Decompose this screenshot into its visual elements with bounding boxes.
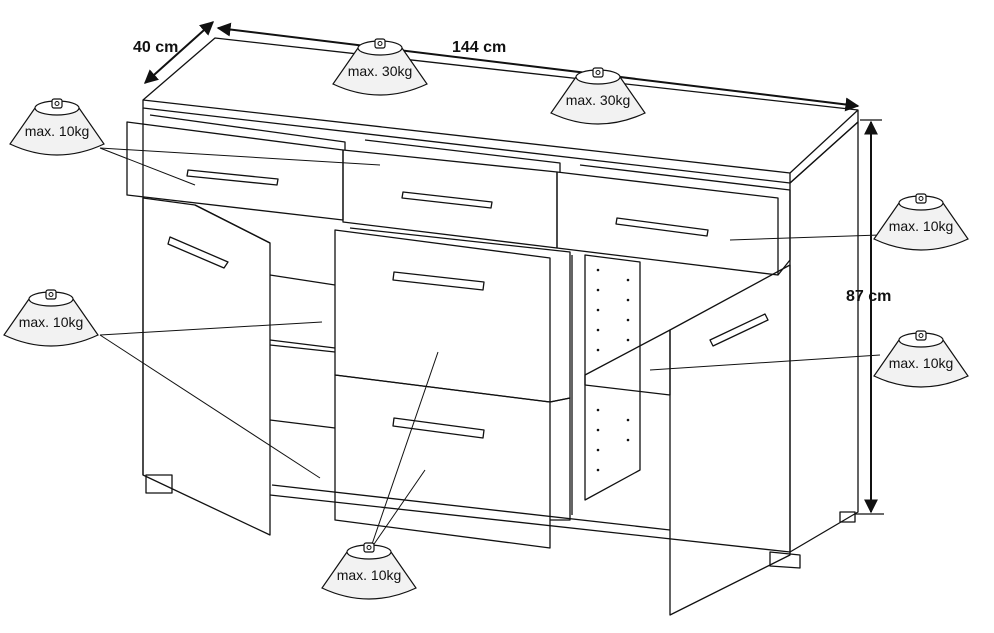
- middle-drawer-lower: [334, 374, 551, 549]
- weight-label: max. 10kg: [19, 314, 84, 330]
- weight-body: [3, 298, 99, 347]
- weight-body: [9, 107, 105, 156]
- width-label: 144 cm: [452, 39, 506, 56]
- top-drawer-right: [556, 171, 779, 276]
- inner-back-panel: [584, 254, 641, 501]
- weight-body: [873, 339, 969, 388]
- top-drawer-middle-handle: [401, 191, 493, 209]
- weight-shelf-left: max. 10kg: [3, 289, 99, 347]
- weight-handle-icon: [915, 330, 927, 341]
- weight-body: [550, 76, 646, 125]
- middle-drawer-lower-handle: [392, 417, 485, 439]
- left-door-handle: [167, 236, 229, 269]
- middle-drawer-upper-handle: [392, 271, 485, 291]
- weight-label: max. 10kg: [337, 567, 402, 583]
- weight-handle-icon: [51, 98, 63, 109]
- weight-icons: max. 30kg max. 30kg max. 10kg max. 10kg max.…: [3, 38, 969, 600]
- weight-label: max. 10kg: [25, 123, 90, 139]
- weight-label: max. 30kg: [566, 92, 631, 108]
- weight-top-right: max. 30kg: [550, 67, 646, 125]
- right-side-panel: [789, 121, 859, 553]
- height-label: 87 cm: [846, 288, 891, 305]
- top-drawer-right-handle: [615, 217, 709, 237]
- weight-handle-icon: [45, 289, 57, 300]
- weight-label: max. 10kg: [889, 218, 954, 234]
- weight-body: [873, 202, 969, 251]
- sideboard-drawing: [99, 37, 881, 616]
- top-drawer-left-handle: [186, 169, 279, 186]
- weight-drawers-lower: max. 10kg: [321, 542, 417, 600]
- shelf-pin-holes: [596, 268, 630, 472]
- weight-handle-icon: [374, 38, 386, 49]
- weight-handle-icon: [592, 67, 604, 78]
- foot-left: [145, 474, 173, 494]
- right-door: [669, 264, 791, 616]
- weight-top-left: max. 30kg: [332, 38, 428, 96]
- weight-drawer-upper: max. 10kg: [9, 98, 105, 156]
- dimension-lines: [143, 21, 884, 515]
- width-arrow: [216, 22, 860, 112]
- top-slab-edge: [142, 99, 859, 174]
- top-slab: [142, 37, 859, 184]
- depth-label: 40 cm: [133, 39, 178, 56]
- weight-drawer-right: max. 10kg: [873, 193, 969, 251]
- carcass-bottom-edge: [269, 494, 791, 553]
- weight-body: [321, 551, 417, 600]
- right-door-handle: [709, 313, 769, 347]
- weight-handle-icon: [363, 542, 375, 553]
- left-door: [142, 197, 271, 536]
- depth-arrow: [143, 21, 215, 84]
- weight-shelf-right: max. 10kg: [873, 330, 969, 388]
- foot-back: [839, 511, 856, 523]
- weight-label: max. 10kg: [889, 355, 954, 371]
- weight-label: max. 30kg: [348, 63, 413, 79]
- weight-body: [332, 47, 428, 96]
- middle-drawer-upper: [334, 229, 551, 403]
- weight-handle-icon: [915, 193, 927, 204]
- foot-right: [769, 551, 801, 569]
